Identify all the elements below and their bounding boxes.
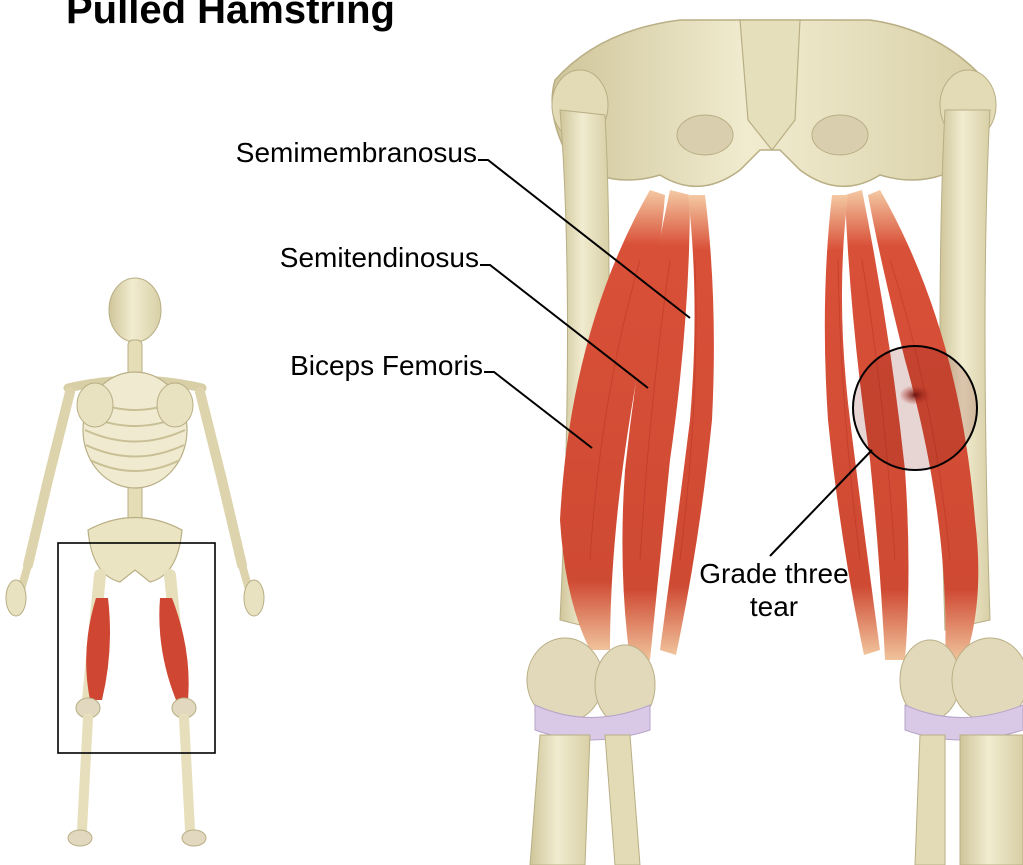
diagram-title: Pulled Hamstring [66, 0, 395, 33]
label-semitendinosus: Semitendinosus [280, 244, 479, 272]
label-semimembranosus: Semimembranosus [236, 139, 477, 167]
full-skeleton [6, 278, 264, 846]
label-biceps-femoris: Biceps Femoris [290, 352, 483, 380]
tear-mark [899, 385, 931, 405]
skull [109, 278, 161, 342]
knees [527, 638, 1023, 740]
label-grade-three: Grade three [682, 560, 866, 588]
zoomed-pelvis-and-thighs [527, 20, 1023, 865]
zoom-region-box [58, 543, 215, 753]
small-hamstring-left [86, 598, 110, 700]
label-tear: tear [682, 593, 866, 621]
small-hamstring-right [159, 598, 188, 700]
